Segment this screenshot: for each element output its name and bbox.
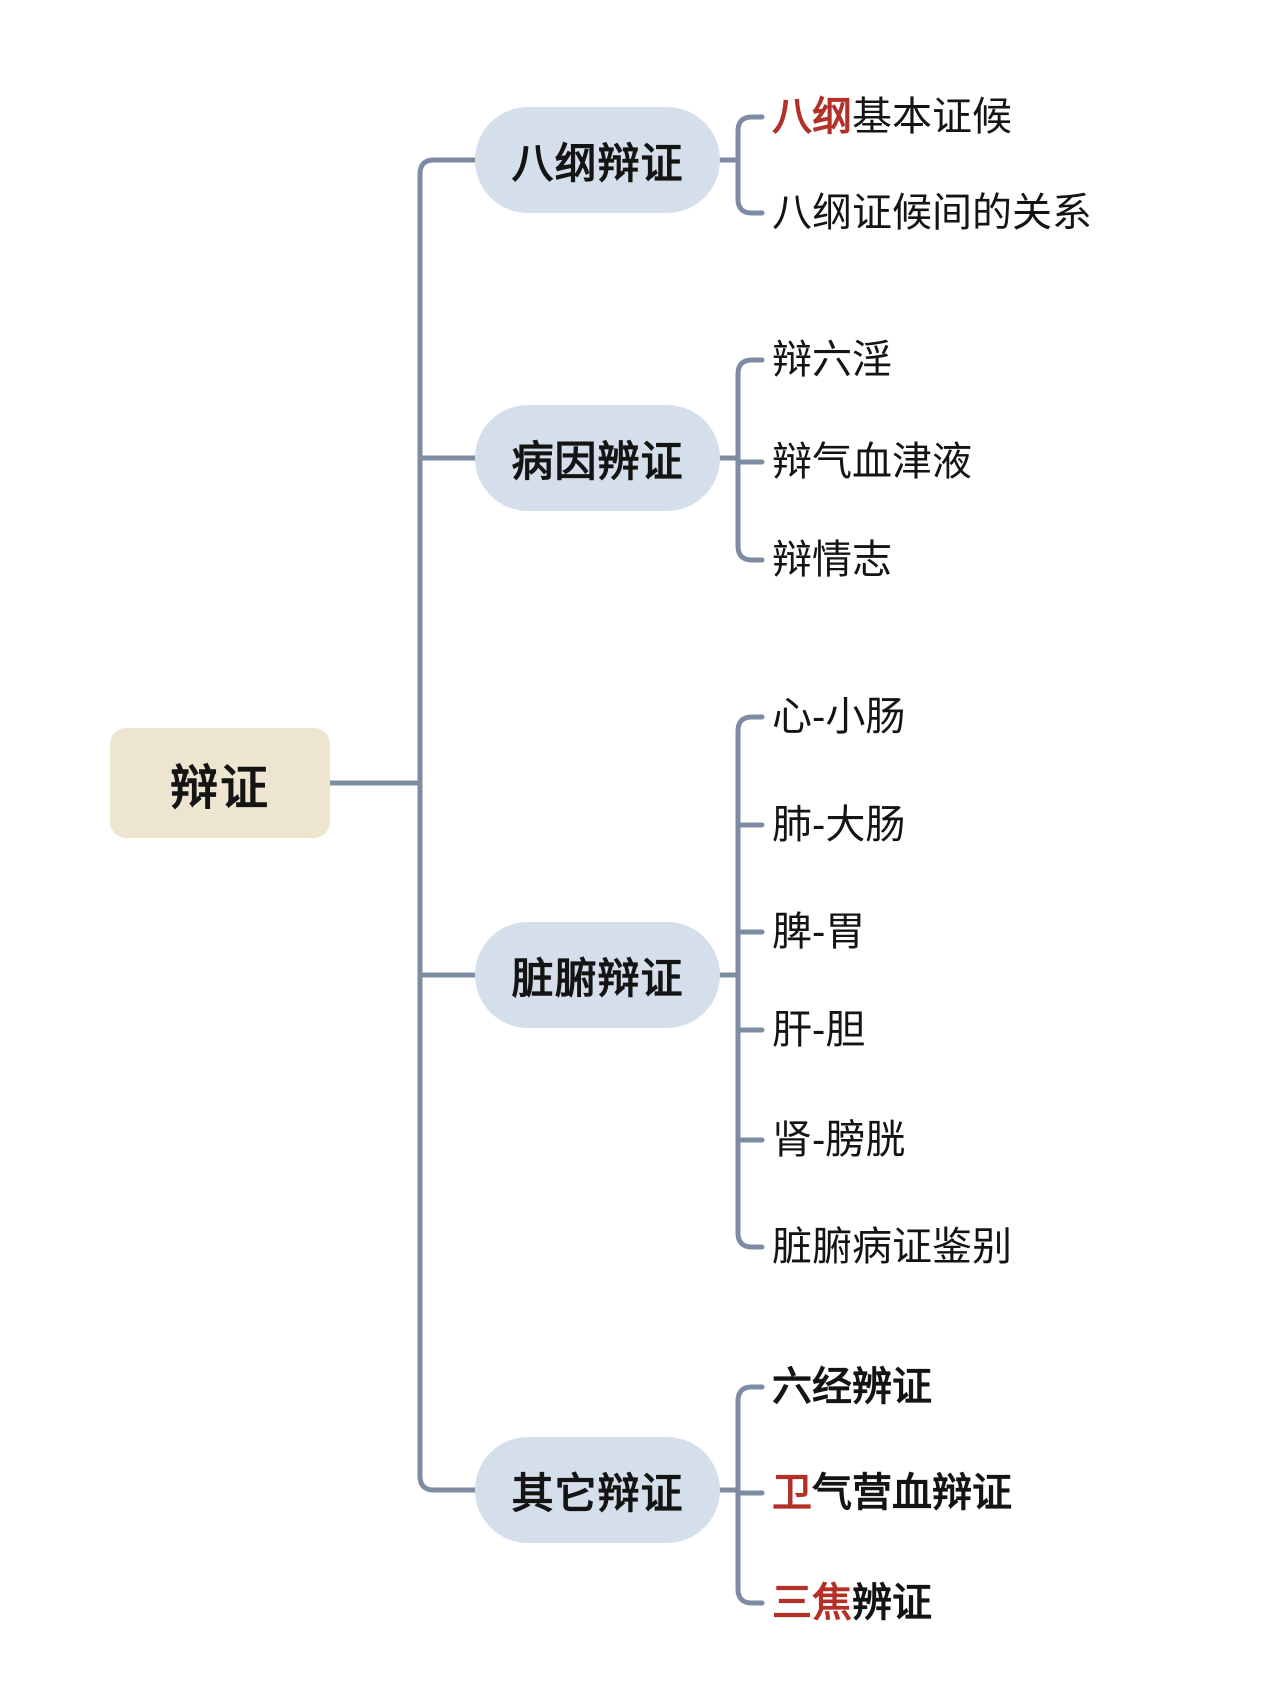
branch-node-zangfu[interactable]: 脏腑辩证 — [475, 922, 720, 1028]
leaf-text: 基本证候 — [852, 95, 1012, 139]
branch-label: 病因辨证 — [511, 437, 684, 485]
leaf-highlight: 三焦 — [772, 1581, 852, 1625]
leaf-text: 八纲证候间的关系 — [772, 191, 1092, 235]
leaf-text: 辩情志 — [772, 538, 892, 582]
leaf-topic[interactable]: 卫气营血辩证 — [772, 1462, 1012, 1524]
leaf-text: 肝-胆 — [772, 1008, 866, 1052]
leaf-text: 脾-胃 — [772, 910, 866, 954]
leaf-text: 气营血辩证 — [812, 1471, 1012, 1515]
root-node[interactable]: 辩证 — [110, 728, 330, 838]
leaf-topic[interactable]: 六经辨证 — [772, 1356, 932, 1418]
leaf-topic[interactable]: 辩气血津液 — [772, 431, 972, 493]
leaf-text: 辩六淫 — [772, 338, 892, 382]
root-label: 辩证 — [169, 762, 270, 815]
leaf-topic[interactable]: 肝-胆 — [772, 999, 865, 1061]
branch-label: 脏腑辩证 — [511, 954, 684, 1002]
leaf-topic[interactable]: 辩六淫 — [772, 329, 892, 391]
leaf-text: 肺-大肠 — [772, 803, 906, 847]
leaf-text: 辩气血津液 — [772, 440, 972, 484]
leaf-text: 肾-膀胱 — [772, 1118, 906, 1162]
leaf-topic[interactable]: 辩情志 — [772, 529, 892, 591]
leaf-topic[interactable]: 八纲证候间的关系 — [772, 182, 1092, 244]
leaf-text: 心-小肠 — [772, 695, 906, 739]
leaf-topic[interactable]: 心-小肠 — [772, 686, 905, 748]
leaf-topic[interactable]: 八纲基本证候 — [772, 86, 1012, 148]
leaf-highlight: 八纲 — [772, 95, 852, 139]
leaf-topic[interactable]: 脏腑病证鉴别 — [772, 1216, 1012, 1278]
branch-label: 其它辩证 — [511, 1469, 684, 1517]
leaf-topic[interactable]: 脾-胃 — [772, 901, 865, 963]
branch-node-bingyin[interactable]: 病因辨证 — [475, 405, 720, 511]
branch-label: 八纲辩证 — [511, 139, 684, 187]
branch-node-bagang[interactable]: 八纲辩证 — [475, 107, 720, 213]
leaf-text: 辨证 — [852, 1581, 932, 1625]
leaf-text: 脏腑病证鉴别 — [772, 1225, 1012, 1269]
leaf-topic[interactable]: 肺-大肠 — [772, 794, 905, 856]
leaf-topic[interactable]: 三焦辨证 — [772, 1572, 932, 1634]
leaf-highlight: 卫 — [772, 1471, 812, 1515]
branch-node-qita[interactable]: 其它辩证 — [475, 1437, 720, 1543]
leaf-text: 六经辨证 — [772, 1365, 932, 1409]
leaf-topic[interactable]: 肾-膀胱 — [772, 1109, 905, 1171]
